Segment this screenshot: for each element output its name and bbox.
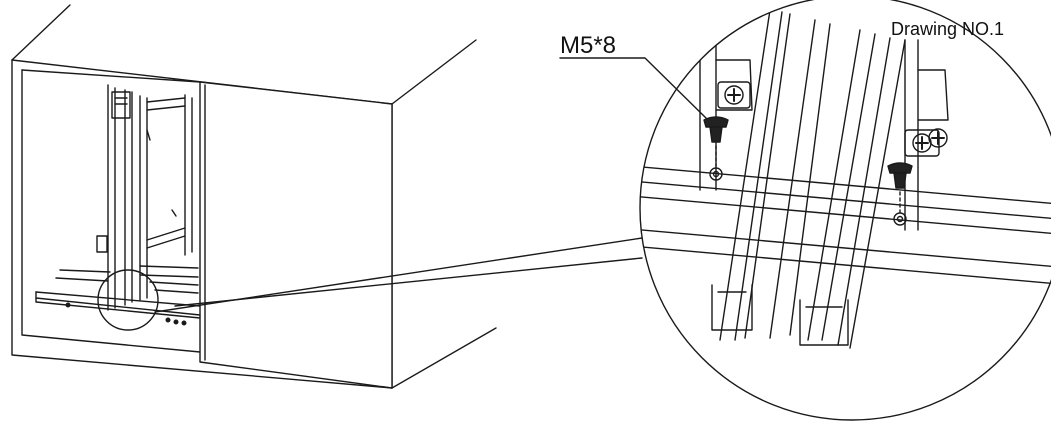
door-panel [199, 81, 393, 389]
bracket-screw-top-right [928, 128, 948, 148]
screw-callout-label: M5*8 [560, 32, 616, 59]
detail-marker [97, 237, 643, 331]
m5-screw-left [703, 116, 729, 181]
bracket-screw-left [724, 85, 744, 105]
magnified-detail [639, 0, 1051, 421]
m5-screw-right [887, 162, 913, 226]
base-rail [35, 265, 201, 326]
drawing-number-label: Drawing NO.1 [891, 19, 1004, 39]
callout-leader-line [559, 57, 707, 119]
bracket-screw-right [912, 133, 932, 153]
leader-line-bottom [174, 257, 643, 307]
screw-callout: M5*8 [559, 32, 707, 119]
